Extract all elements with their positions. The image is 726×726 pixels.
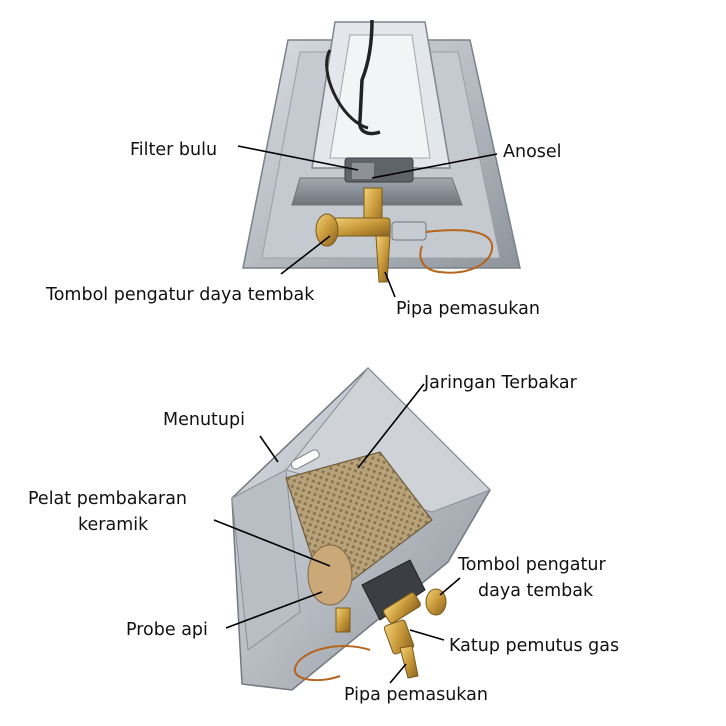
leader-cover [260, 436, 278, 462]
leader-top-inlet [385, 272, 395, 297]
label-bottom-knob-line1: Tombol pengatur [458, 554, 606, 576]
label-grid: Jaringan Terbakar [424, 372, 577, 394]
label-filter-bulu: Filter bulu [130, 139, 217, 161]
bottom-ceramic-plate [308, 545, 352, 605]
bottom-probe [336, 608, 350, 632]
top-heater-illustration [238, 20, 520, 297]
bottom-inlet-nozzle [400, 646, 418, 678]
leader-valve [410, 630, 444, 640]
label-bottom-knob-line2: daya tembak [478, 580, 593, 602]
label-top-knob: Tombol pengatur daya tembak [46, 284, 314, 306]
top-inlet-nozzle [376, 236, 390, 282]
leader-bottom-inlet [390, 664, 406, 683]
top-valve-cross [330, 218, 390, 236]
top-fitting [392, 222, 426, 240]
label-plate-line2: keramik [78, 514, 148, 536]
label-plate-line1: Pelat pembakaran [28, 488, 187, 510]
label-valve: Katup pemutus gas [449, 635, 619, 657]
label-top-inlet: Pipa pemasukan [396, 298, 540, 320]
label-anosel: Anosel [503, 141, 562, 163]
label-probe: Probe api [126, 619, 208, 641]
leader-bottom-knob [440, 578, 460, 595]
label-bottom-inlet: Pipa pemasukan [344, 684, 488, 706]
top-knob-shape [316, 214, 338, 246]
label-cover: Menutupi [163, 409, 245, 431]
